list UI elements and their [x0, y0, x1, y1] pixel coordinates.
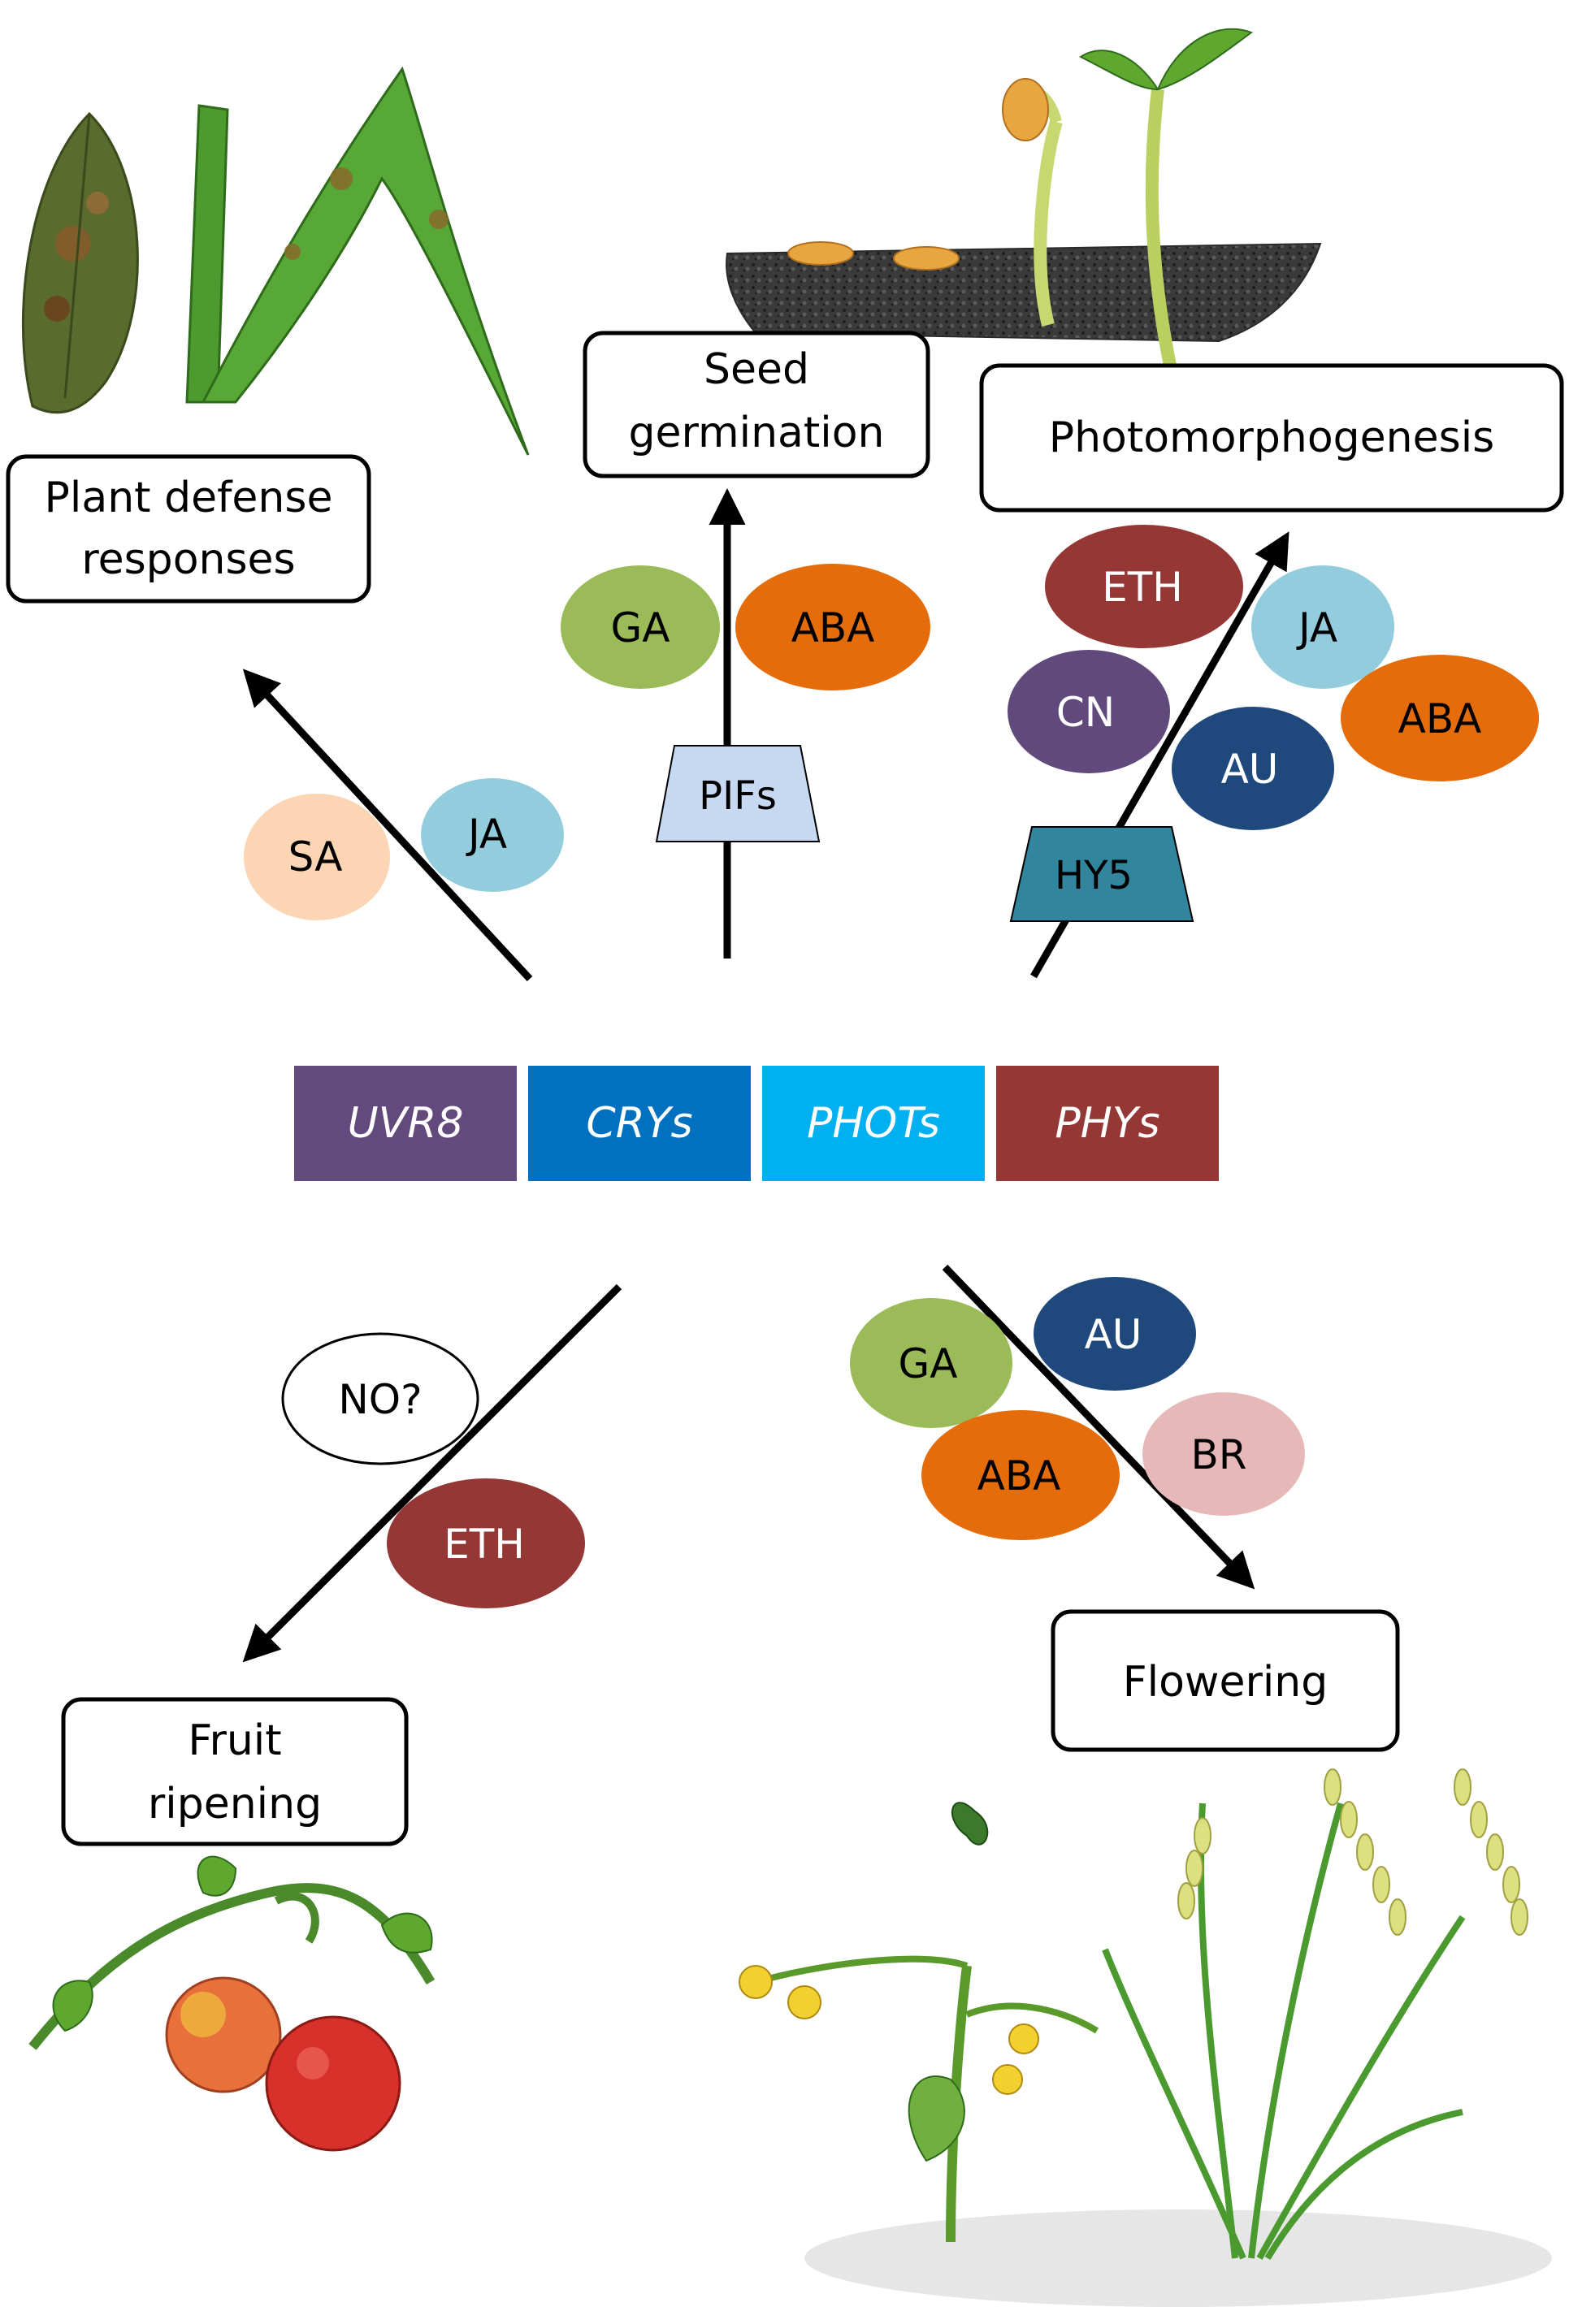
outcome-seed-line1: Seed: [704, 345, 809, 394]
hormone-flower-aba: ABA: [921, 1410, 1120, 1540]
flowering-plants-illustration: [739, 1768, 1552, 2307]
germinating-seedlings-illustration: [726, 28, 1322, 367]
svg-text:ABA: ABA: [977, 1452, 1061, 1500]
outcome-seed-line2: germination: [629, 409, 885, 457]
svg-text:JA: JA: [1296, 604, 1337, 651]
arrow-to-defense: [242, 669, 533, 982]
outcome-flowering-line1: Flowering: [1123, 1658, 1328, 1707]
outcome-defense-line1: Plant defense: [45, 474, 333, 522]
photoreceptor-crys-label: CRYs: [586, 1099, 692, 1148]
arrow-to-flowering: [942, 1264, 1255, 1590]
tomato-fruit-illustration: [28, 1855, 436, 2152]
svg-text:ABA: ABA: [791, 604, 875, 651]
photoreceptor-phys-box: [996, 1066, 1219, 1181]
photoreceptor-phots-label: PHOTs: [807, 1099, 940, 1148]
outcome-fruit-line1: Fruit: [188, 1716, 281, 1765]
photoreceptor-phots-box: [762, 1066, 985, 1181]
hormone-defense-sa: SA: [244, 794, 390, 920]
svg-text:BR: BR: [1190, 1431, 1246, 1478]
hormone-photo-eth: ETH: [1045, 525, 1243, 648]
hormone-flower-ga: GA: [850, 1298, 1012, 1428]
hormone-photo-au: AU: [1172, 707, 1334, 830]
outcome-box-fruit: Fruit ripening: [61, 1697, 409, 1846]
outcome-photo-line1: Photomorphogenesis: [1049, 413, 1495, 462]
svg-text:NO?: NO?: [338, 1376, 422, 1423]
tf-hy5-label: HY5: [1055, 853, 1133, 898]
svg-text:GA: GA: [611, 604, 670, 651]
svg-text:JA: JA: [466, 811, 507, 858]
svg-text:ETH: ETH: [444, 1521, 525, 1568]
outcome-fruit-line2: ripening: [148, 1780, 322, 1828]
hormone-defense-ja: JA: [421, 778, 564, 892]
hormone-seed-aba: ABA: [735, 564, 930, 690]
hormone-flower-br: BR: [1142, 1392, 1305, 1516]
hormone-photo-cn: CN: [1008, 650, 1170, 773]
svg-text:GA: GA: [899, 1340, 958, 1387]
svg-text:ABA: ABA: [1398, 695, 1482, 742]
hormone-seed-ga: GA: [561, 565, 720, 689]
photoreceptor-uvr8-box: [294, 1066, 517, 1181]
outcome-box-flowering: Flowering: [1051, 1609, 1400, 1752]
outcome-box-defense: Plant defense responses: [6, 454, 371, 604]
tf-pifs: PIFs: [655, 745, 821, 842]
hormone-flower-au: AU: [1034, 1277, 1196, 1391]
photoreceptor-bar: UVR8 CRYs PHOTs PHYs: [294, 1066, 1219, 1181]
svg-text:AU: AU: [1085, 1311, 1142, 1358]
tf-hy5: HY5: [1009, 826, 1194, 922]
outcome-defense-line2: responses: [81, 535, 295, 584]
hormone-fruit-eth: ETH: [387, 1478, 585, 1608]
photoreceptor-crys-box: [528, 1066, 751, 1181]
hormone-photo-aba: ABA: [1341, 655, 1539, 781]
svg-text:CN: CN: [1056, 689, 1115, 736]
outcome-box-photomorphogenesis: Photomorphogenesis: [979, 363, 1564, 513]
photoreceptor-uvr8-label: UVR8: [348, 1099, 464, 1148]
hormone-fruit-no: NO?: [281, 1332, 479, 1465]
diseased-leaves-illustration: [21, 66, 530, 456]
hormone-photo-ja: JA: [1251, 565, 1394, 689]
svg-text:AU: AU: [1221, 746, 1279, 793]
photoreceptor-phys-label: PHYs: [1055, 1099, 1159, 1148]
svg-text:SA: SA: [288, 833, 343, 881]
outcome-box-seed: Seed germination: [583, 331, 930, 478]
svg-text:ETH: ETH: [1102, 564, 1183, 611]
arrow-to-fruit: [242, 1283, 622, 1663]
tf-pifs-label: PIFs: [699, 773, 777, 819]
